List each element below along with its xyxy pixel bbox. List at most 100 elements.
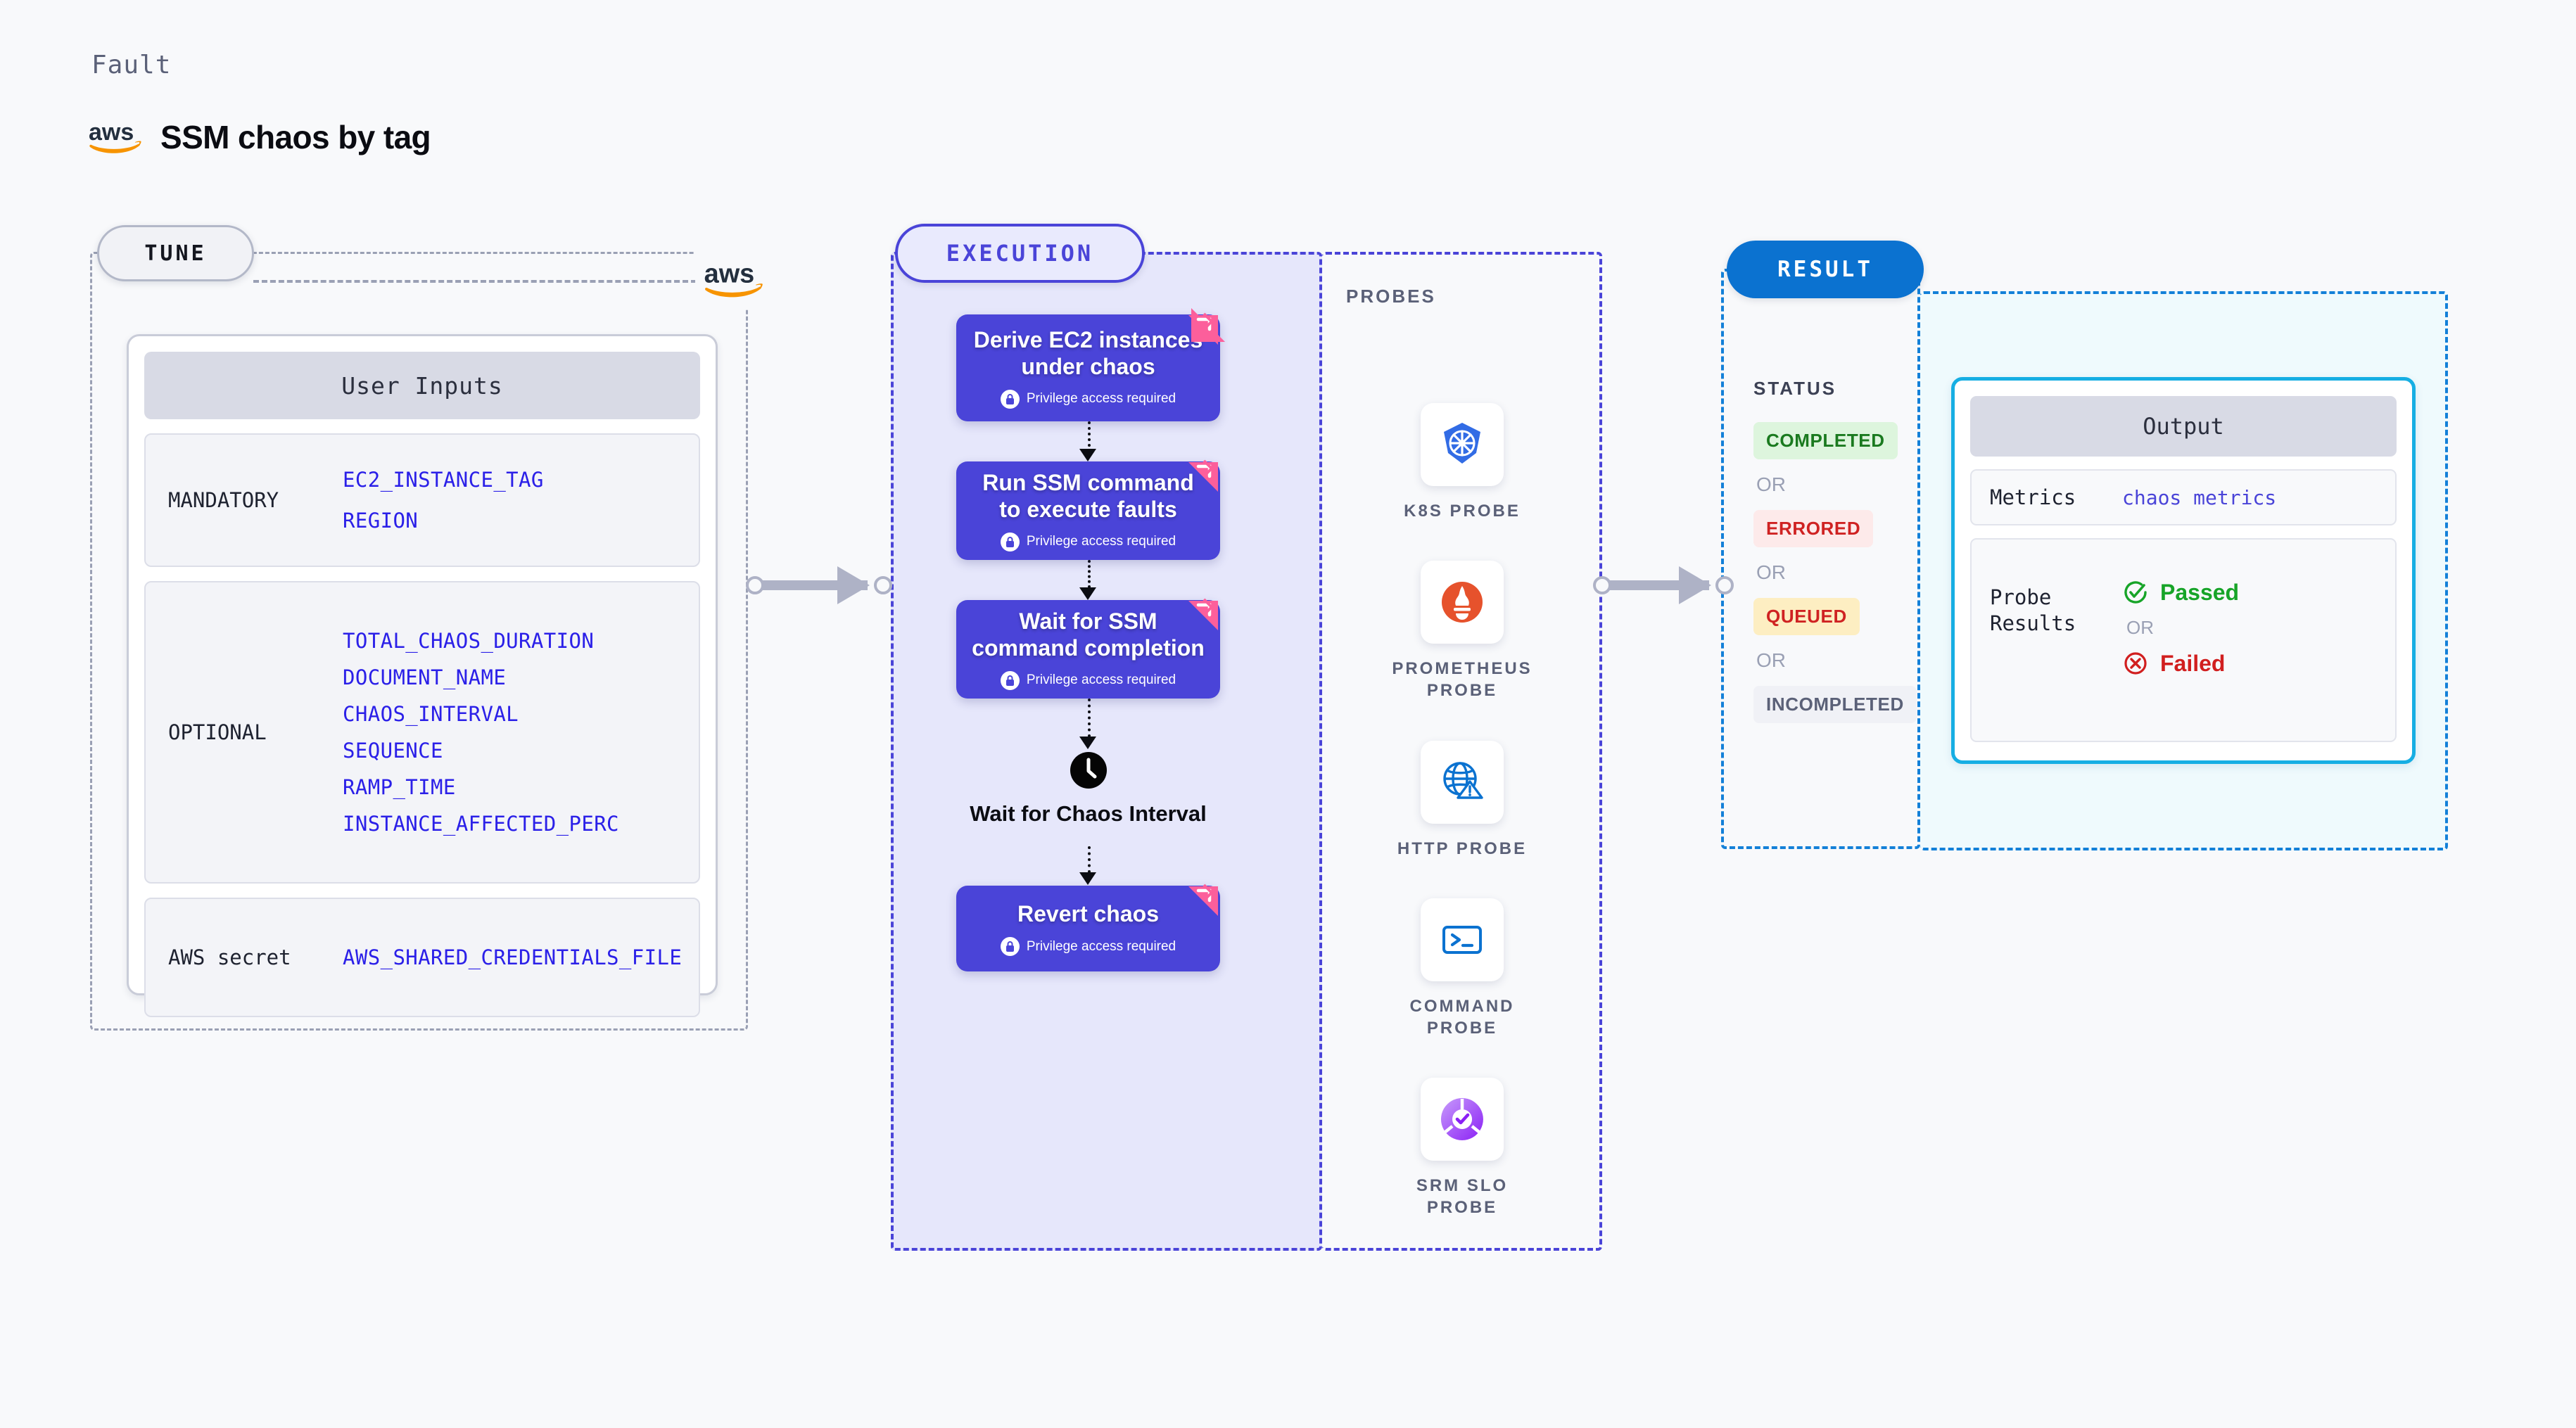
node-connector (1088, 421, 1091, 452)
probe-item-prometheus[interactable]: PROMETHEUS PROBE (1378, 561, 1547, 701)
node-connector (1088, 560, 1091, 588)
prometheus-icon (1421, 561, 1504, 644)
node-title: Wait for Chaos Interval (970, 801, 1207, 826)
status-badge-errored: ERRORED (1753, 510, 1874, 547)
fault-ribbon-icon (1188, 459, 1218, 492)
param-aws-shared-credentials-file[interactable]: AWS_SHARED_CREDENTIALS_FILE (343, 945, 683, 969)
param-document-name[interactable]: DOCUMENT_NAME (343, 665, 507, 689)
aws-logo-icon: aws (695, 250, 773, 309)
terminal-icon (1421, 898, 1504, 981)
node-privilege-note: Privilege access required (1000, 532, 1176, 552)
probe-label: PROMETHEUS PROBE (1392, 659, 1533, 701)
probe-label: HTTP PROBE (1397, 839, 1528, 858)
execution-node-wait-chaos-interval[interactable]: Wait for Chaos Interval (956, 751, 1220, 827)
execution-node-derive-ec2[interactable]: Derive EC2 instances under chaos Privile… (956, 308, 1225, 421)
result-pill-label: RESULT (1727, 241, 1924, 298)
status-list: COMPLETED OR ERRORED OR QUEUED OR INCOMP… (1753, 422, 1917, 723)
node-title: Derive EC2 instances under chaos (973, 327, 1203, 379)
param-chaos-interval[interactable]: CHAOS_INTERVAL (343, 702, 519, 726)
probe-item-k8s[interactable]: K8S PROBE (1404, 403, 1521, 522)
status-or-label: OR (1756, 473, 1786, 495)
node-connector (1088, 699, 1091, 737)
fault-ribbon-icon (1188, 308, 1225, 345)
node-title: Run SSM command to execute faults (982, 470, 1194, 522)
param-ec2-instance-tag[interactable]: EC2_INSTANCE_TAG (343, 468, 544, 492)
execution-node-run-ssm-command[interactable]: Run SSM command to execute faults Privil… (956, 459, 1220, 560)
probe-result-or-label: OR (2126, 617, 2154, 639)
status-badge-incompleted: INCOMPLETED (1753, 686, 1917, 723)
execution-node-wait-ssm-completion[interactable]: Wait for SSM command completion Privileg… (956, 598, 1220, 699)
probe-label: K8S PROBE (1404, 502, 1521, 521)
probe-result-passed-label: Passed (2160, 579, 2240, 605)
probe-label: SRM SLO PROBE (1416, 1176, 1509, 1218)
status-or-label: OR (1756, 561, 1786, 583)
param-value-list: AWS_SHARED_CREDENTIALS_FILE (343, 945, 682, 969)
svg-text:aws: aws (704, 259, 755, 288)
lock-icon (1000, 389, 1020, 409)
arrow-down-icon (1079, 737, 1096, 749)
tune-panel-border (90, 252, 748, 1031)
result-panel-border (1721, 269, 1920, 849)
tune-pill-label: TUNE (97, 225, 254, 281)
param-instance-affected-perc[interactable]: INSTANCE_AFFECTED_PERC (343, 812, 619, 836)
result-output-panel: Output Metrics chaos metrics Probe Resul… (1920, 291, 2448, 850)
tune-panel: TUNE User Inputs MANDATORY EC2_INSTANCE_… (90, 225, 748, 1031)
node-privilege-note: Privilege access required (1000, 937, 1176, 957)
user-inputs-card: User Inputs MANDATORY EC2_INSTANCE_TAG R… (127, 334, 718, 1017)
status-badge-queued: QUEUED (1753, 598, 1860, 635)
node-privilege-note: Privilege access required (1000, 389, 1176, 409)
arrow-down-icon (1079, 449, 1096, 461)
user-inputs-title: User Inputs (144, 352, 700, 419)
http-globe-icon (1421, 740, 1504, 824)
probe-item-command[interactable]: COMMAND PROBE (1378, 898, 1547, 1039)
srm-slo-icon (1421, 1078, 1504, 1161)
arrow-down-icon (1079, 872, 1096, 885)
param-total-chaos-duration[interactable]: TOTAL_CHAOS_DURATION (343, 629, 595, 653)
node-privilege-text: Privilege access required (1026, 938, 1176, 954)
param-ramp-time[interactable]: RAMP_TIME (343, 775, 456, 799)
execution-panel: EXECUTION Derive EC2 instances under cha… (891, 224, 1322, 1251)
node-privilege-text: Privilege access required (1026, 391, 1176, 407)
probe-item-srm-slo[interactable]: SRM SLO PROBE (1378, 1078, 1547, 1218)
probe-result-failed: Failed (2122, 650, 2239, 677)
probes-list: K8S PROBE PROMETHEUS PROBE (1322, 403, 1602, 1219)
tune-aws-dashed-link (253, 280, 697, 283)
svg-text:aws: aws (89, 119, 134, 146)
output-row-metrics: Metrics chaos metrics (1970, 469, 2397, 526)
page-header: aws SSM chaos by tag (89, 118, 431, 156)
param-group-optional: OPTIONAL TOTAL_CHAOS_DURATION DOCUMENT_N… (144, 581, 700, 884)
param-group-mandatory: MANDATORY EC2_INSTANCE_TAG REGION (144, 433, 700, 567)
output-row-probe-results: Probe Results Passed OR (1970, 538, 2397, 743)
node-connector (1088, 846, 1091, 873)
node-privilege-text: Privilege access required (1026, 672, 1176, 688)
param-group-label: AWS secret (168, 945, 291, 969)
lock-icon (1000, 532, 1020, 552)
status-or-label: OR (1756, 649, 1786, 671)
status-badge-completed: COMPLETED (1753, 422, 1898, 459)
probe-item-http[interactable]: HTTP PROBE (1397, 740, 1528, 860)
connector-tune-to-execution (746, 566, 894, 604)
param-group-aws-secret: AWS secret AWS_SHARED_CREDENTIALS_FILE (144, 898, 700, 1017)
fault-ribbon-icon (1188, 884, 1218, 916)
node-title: Wait for SSM command completion (972, 608, 1205, 661)
probe-result-failed-label: Failed (2160, 650, 2226, 676)
execution-pill-label: EXECUTION (895, 224, 1145, 283)
connector-execution-to-result (1593, 566, 1734, 604)
param-region[interactable]: REGION (343, 509, 419, 533)
output-title: Output (1970, 396, 2397, 457)
output-metrics-label: Metrics (1990, 485, 2076, 509)
kubernetes-icon (1420, 403, 1504, 486)
param-sequence[interactable]: SEQUENCE (343, 739, 443, 763)
node-title: Revert chaos (1017, 900, 1159, 926)
output-metrics-value[interactable]: chaos metrics (2122, 485, 2277, 509)
output-probe-label: Probe Results (1990, 585, 2076, 635)
arrow-down-icon (1079, 587, 1096, 600)
page-eyebrow: Fault (91, 51, 172, 79)
check-circle-icon (2124, 581, 2147, 604)
lock-icon (1000, 937, 1020, 957)
fault-ribbon-icon (1188, 598, 1218, 630)
execution-node-revert-chaos[interactable]: Revert chaos Privilege access required (956, 884, 1220, 971)
param-group-label: OPTIONAL (168, 720, 267, 744)
clock-icon (1070, 752, 1107, 789)
